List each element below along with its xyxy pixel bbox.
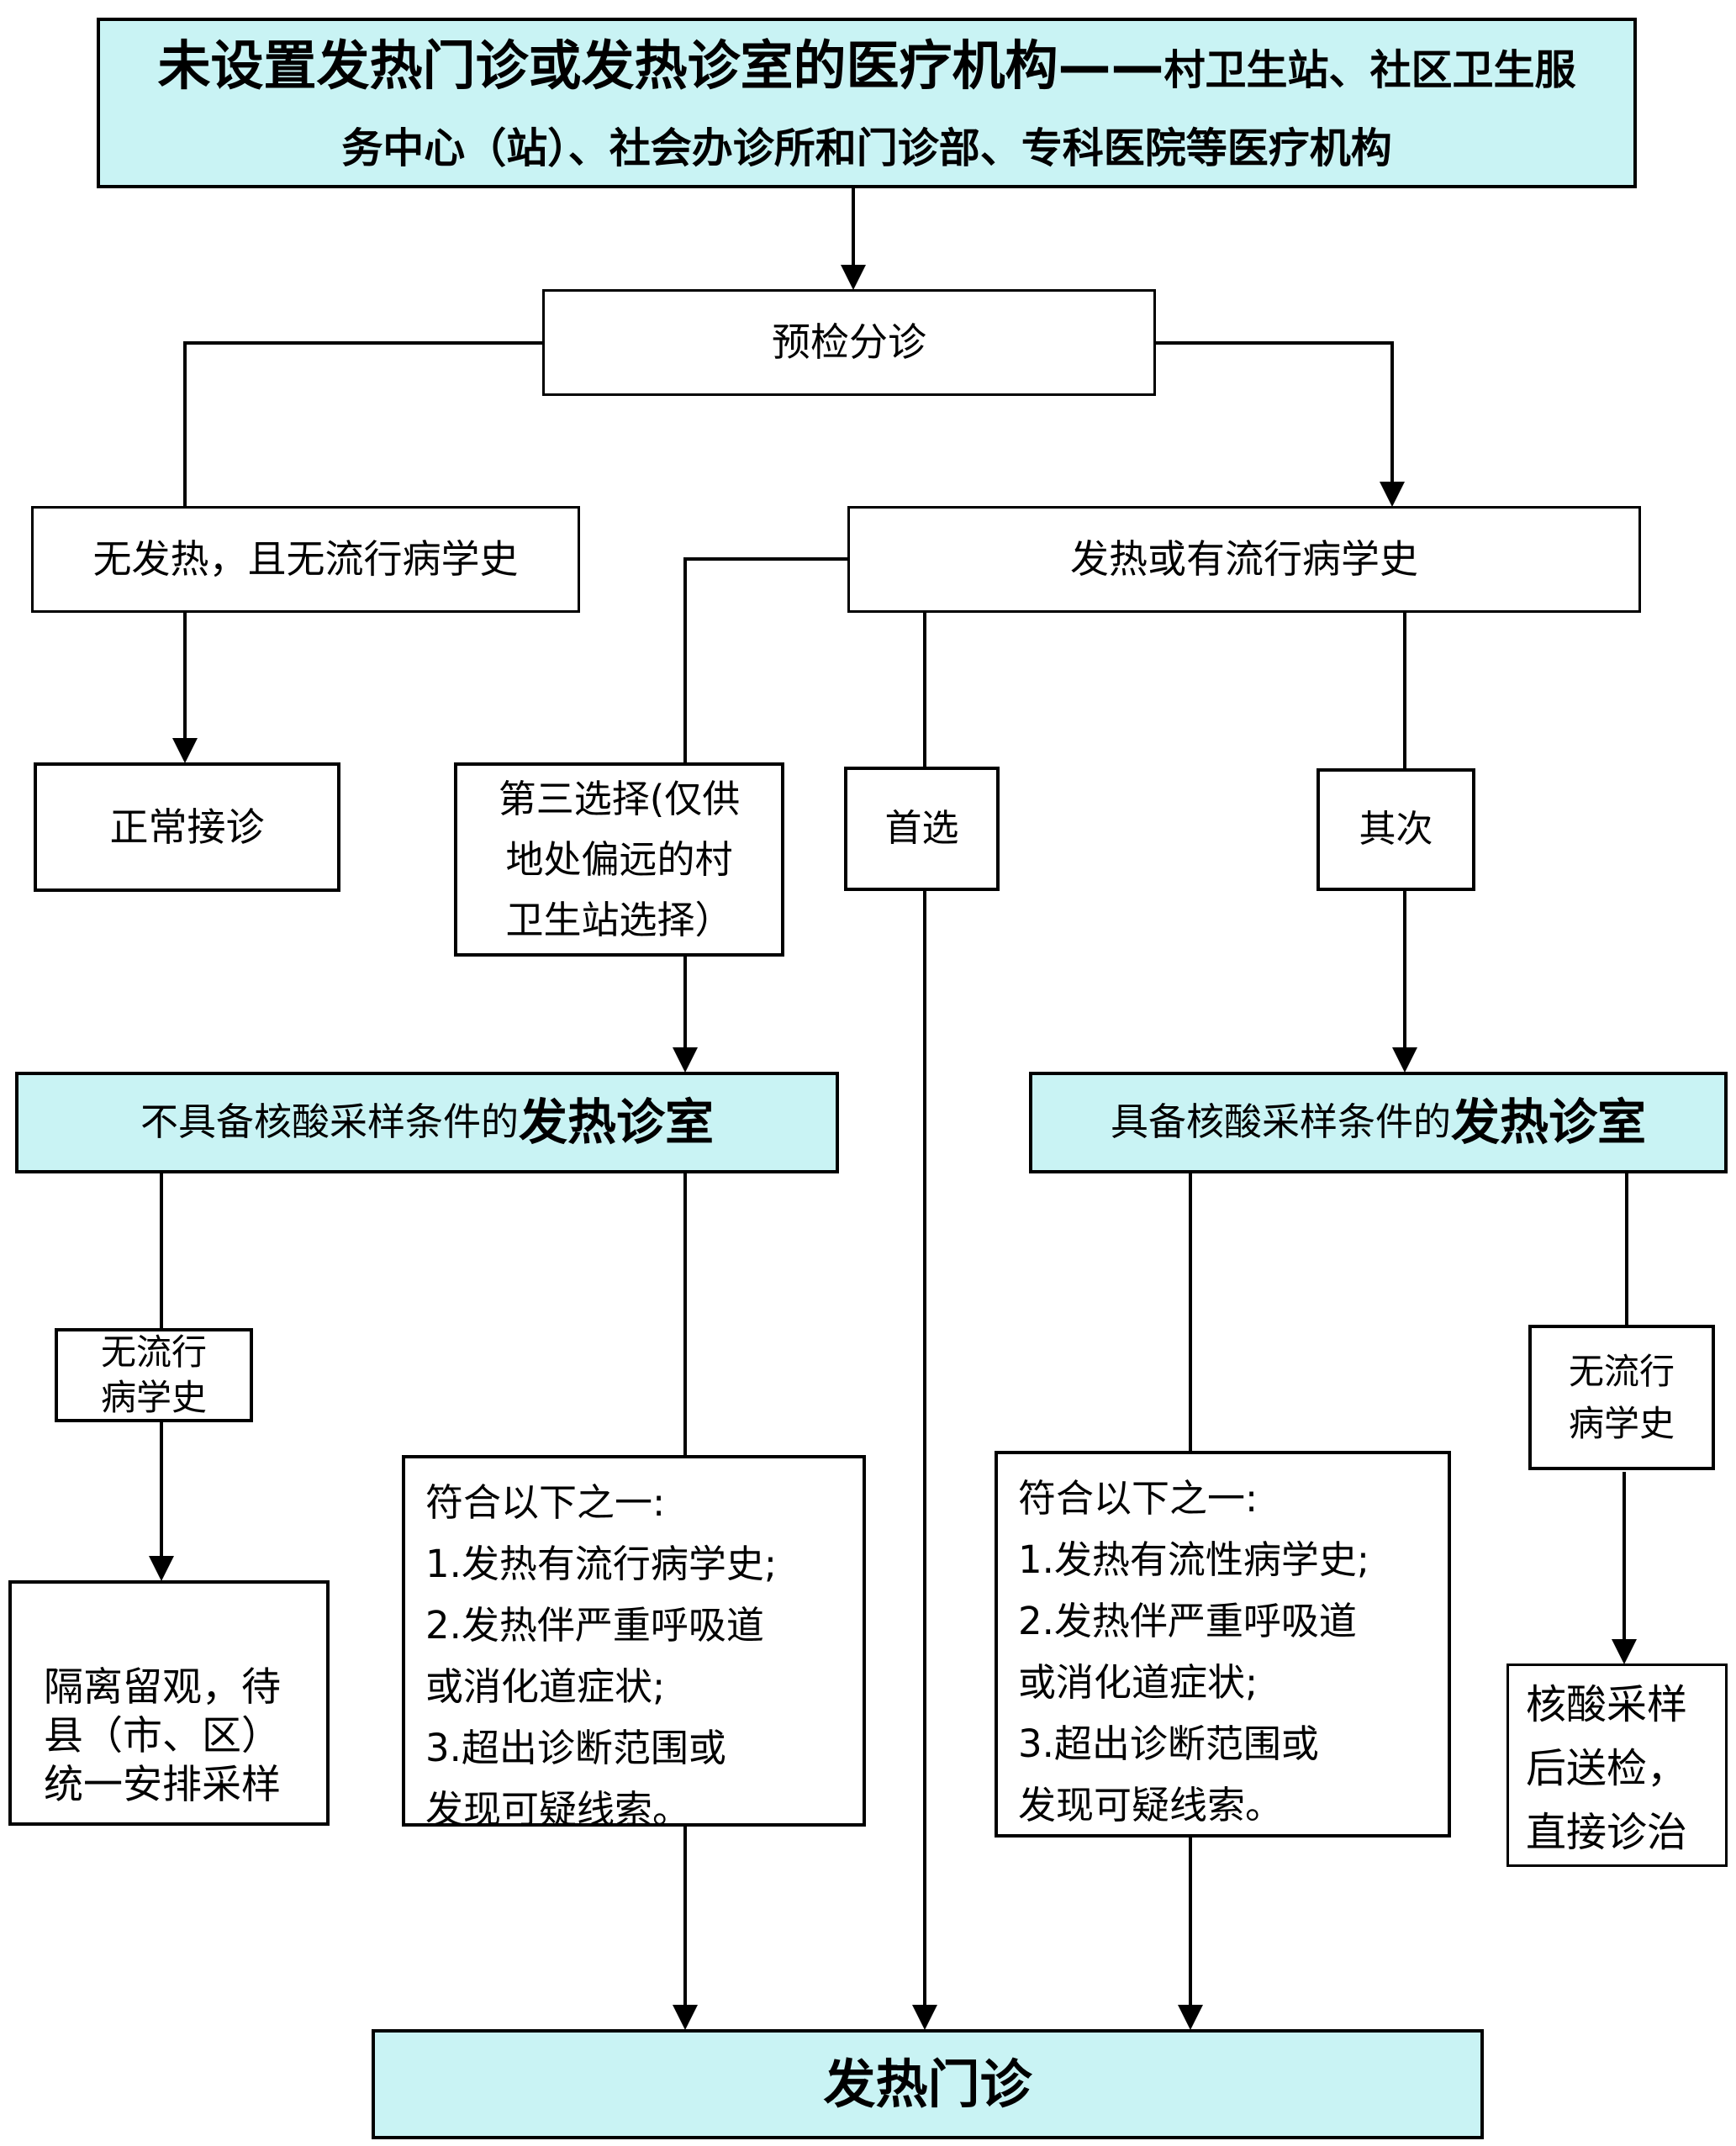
- third-choice-node: 第三选择(仅供 地处偏远的村 卫生站选择）: [454, 762, 784, 957]
- first-choice-label: 首选: [884, 807, 959, 851]
- normal-visit-label: 正常接诊: [109, 804, 265, 850]
- connector-triage-to-nofever: [183, 341, 542, 508]
- org-title-main: 未设置发热门诊或发热诊室的医疗机构——: [157, 34, 1164, 97]
- no-epi-history-right-label: 无流行 病学史: [1568, 1350, 1675, 1444]
- second-choice-label: 其次: [1359, 808, 1433, 852]
- fever-room-with-nat-node: 具备核酸采样条件的发热诊室: [1029, 1072, 1728, 1173]
- fever-room-with-nat-title: 发热诊室: [1451, 1094, 1647, 1152]
- first-choice-node: 首选: [844, 767, 1000, 891]
- fever-label: 发热或有流行病学史: [1070, 536, 1418, 583]
- org-title-sub1: 村卫生站、社区卫生服: [1163, 45, 1576, 94]
- normal-visit-node: 正常接诊: [34, 762, 340, 892]
- third-choice-label: 第三选择(仅供 地处偏远的村 卫生站选择）: [498, 776, 741, 942]
- nat-sample-node: 核酸采样 后送检， 直接诊治: [1506, 1664, 1728, 1867]
- no-epi-history-left-label: 无流行 病学史: [100, 1331, 207, 1418]
- fever-clinic-label: 发热门诊: [823, 2053, 1032, 2115]
- arrow-triage-to-fever: [1156, 341, 1405, 507]
- no-fever-label: 无发热，且无流行病学史: [92, 536, 519, 583]
- isolate-observe-node: 隔离留观，待 县（市、区） 统一安排采样: [8, 1580, 330, 1826]
- org-node: 未设置发热门诊或发热诊室的医疗机构——村卫生站、社区卫生服 务中心（站）、社会办…: [97, 18, 1637, 188]
- fever-clinic-node: 发热门诊: [372, 2029, 1484, 2139]
- triage-node: 预检分诊: [542, 289, 1156, 396]
- fever-room-with-nat-prefix: 具备核酸采样条件的: [1110, 1099, 1451, 1145]
- fever-node: 发热或有流行病学史: [847, 506, 1641, 613]
- fever-room-without-nat-node: 不具备核酸采样条件的发热诊室: [15, 1072, 839, 1173]
- triage-label: 预检分诊: [772, 319, 926, 366]
- fever-room-without-nat-prefix: 不具备核酸采样条件的: [140, 1099, 519, 1145]
- second-choice-node: 其次: [1317, 768, 1475, 891]
- org-title-line1: 未设置发热门诊或发热诊室的医疗机构——村卫生站、社区卫生服: [157, 28, 1575, 119]
- fever-room-without-nat-title: 发热诊室: [519, 1094, 715, 1152]
- no-fever-node: 无发热，且无流行病学史: [31, 506, 580, 613]
- criteria-right-node: 符合以下之一: 1.发热有流性病学史; 2.发热伴严重呼吸道 或消化道症状; 3…: [995, 1451, 1451, 1838]
- org-title-line2: 务中心（站）、社会办诊所和门诊部、专科医院等医疗机构: [341, 124, 1392, 172]
- no-epi-history-right-node: 无流行 病学史: [1528, 1325, 1715, 1470]
- criteria-left-node: 符合以下之一: 1.发热有流行病学史; 2.发热伴严重呼吸道 或消化道症状; 3…: [402, 1455, 866, 1832]
- no-epi-history-left-node: 无流行 病学史: [55, 1328, 253, 1422]
